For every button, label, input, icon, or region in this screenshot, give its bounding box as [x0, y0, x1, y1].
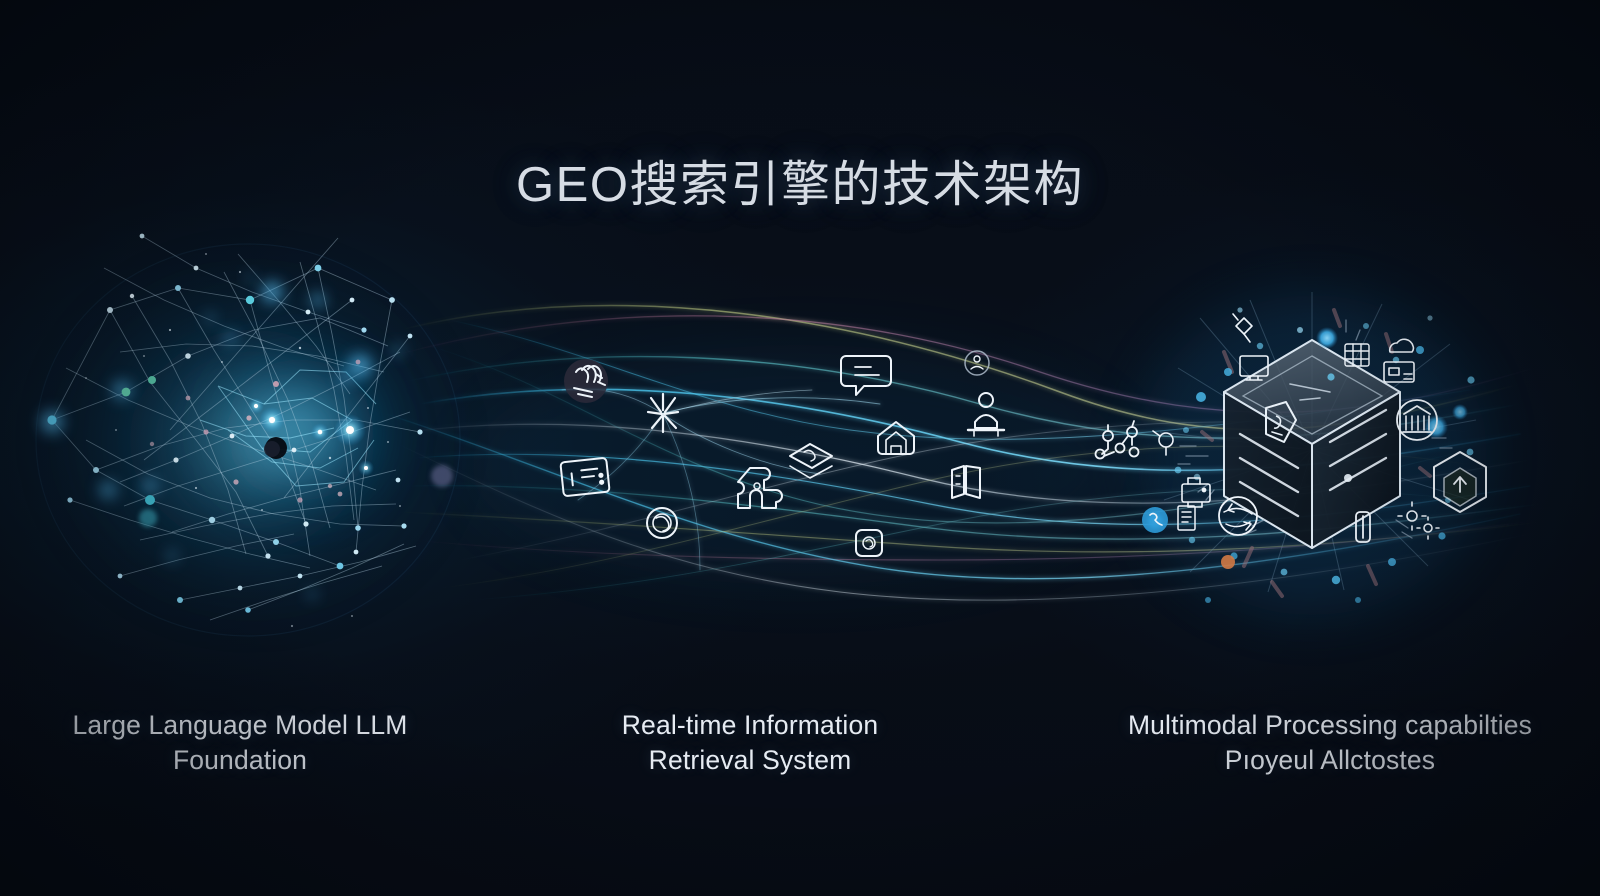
card-swipe-icon — [1383, 361, 1415, 383]
caption-line: Foundation — [172, 745, 308, 775]
caption-line: Pıoyeul Allctostes — [1224, 745, 1436, 775]
id-card-icon — [559, 457, 611, 497]
globe-sync-icon — [1218, 496, 1258, 536]
printer-icon — [1181, 477, 1211, 508]
caption-llm-foundation: Large Language Model LLM Foundation — [40, 708, 440, 778]
chat-bubble-icon — [840, 355, 892, 396]
fingerprint-icon — [564, 359, 608, 403]
battery-icon — [1355, 511, 1371, 543]
burst-node-icon — [646, 392, 680, 434]
camera-badge-icon — [855, 529, 883, 557]
home-icon — [877, 421, 915, 455]
bookmark-user-icon — [964, 350, 990, 376]
puzzle-piece-icon — [737, 467, 783, 509]
molecule-icon — [1094, 420, 1140, 460]
document-icon — [1177, 505, 1196, 531]
lens-circle-icon — [646, 507, 678, 539]
person-desk-icon — [966, 392, 1006, 437]
keypad-grid-icon — [1344, 343, 1370, 367]
caption-line: Retrieval System — [648, 745, 852, 775]
caption-line: Large Language Model LLM — [72, 710, 408, 740]
phone-circle-icon — [1142, 507, 1168, 533]
caption-multimodal-processing: Multimodal Processing capabilties Pıoyeu… — [1095, 708, 1565, 778]
page-title: GEO搜索引擎的技术架构 — [516, 157, 1084, 212]
bank-icon — [1396, 399, 1438, 441]
open-book-icon — [951, 465, 981, 499]
cloud-icon — [1388, 338, 1415, 353]
monitor-icon — [1239, 355, 1269, 381]
caption-line: Multimodal Processing capabilties — [1127, 710, 1533, 740]
satellite-icon — [1232, 313, 1253, 343]
arrow-target-icon — [1152, 430, 1174, 456]
caption-line: Real-time Information — [621, 710, 879, 740]
caption-retrieval-system: Real-time Information Retrieval System — [565, 708, 935, 778]
hex-upload-icon — [1433, 451, 1487, 513]
stack-layers-icon — [789, 443, 833, 479]
gear-cluster-icon — [1397, 501, 1440, 540]
